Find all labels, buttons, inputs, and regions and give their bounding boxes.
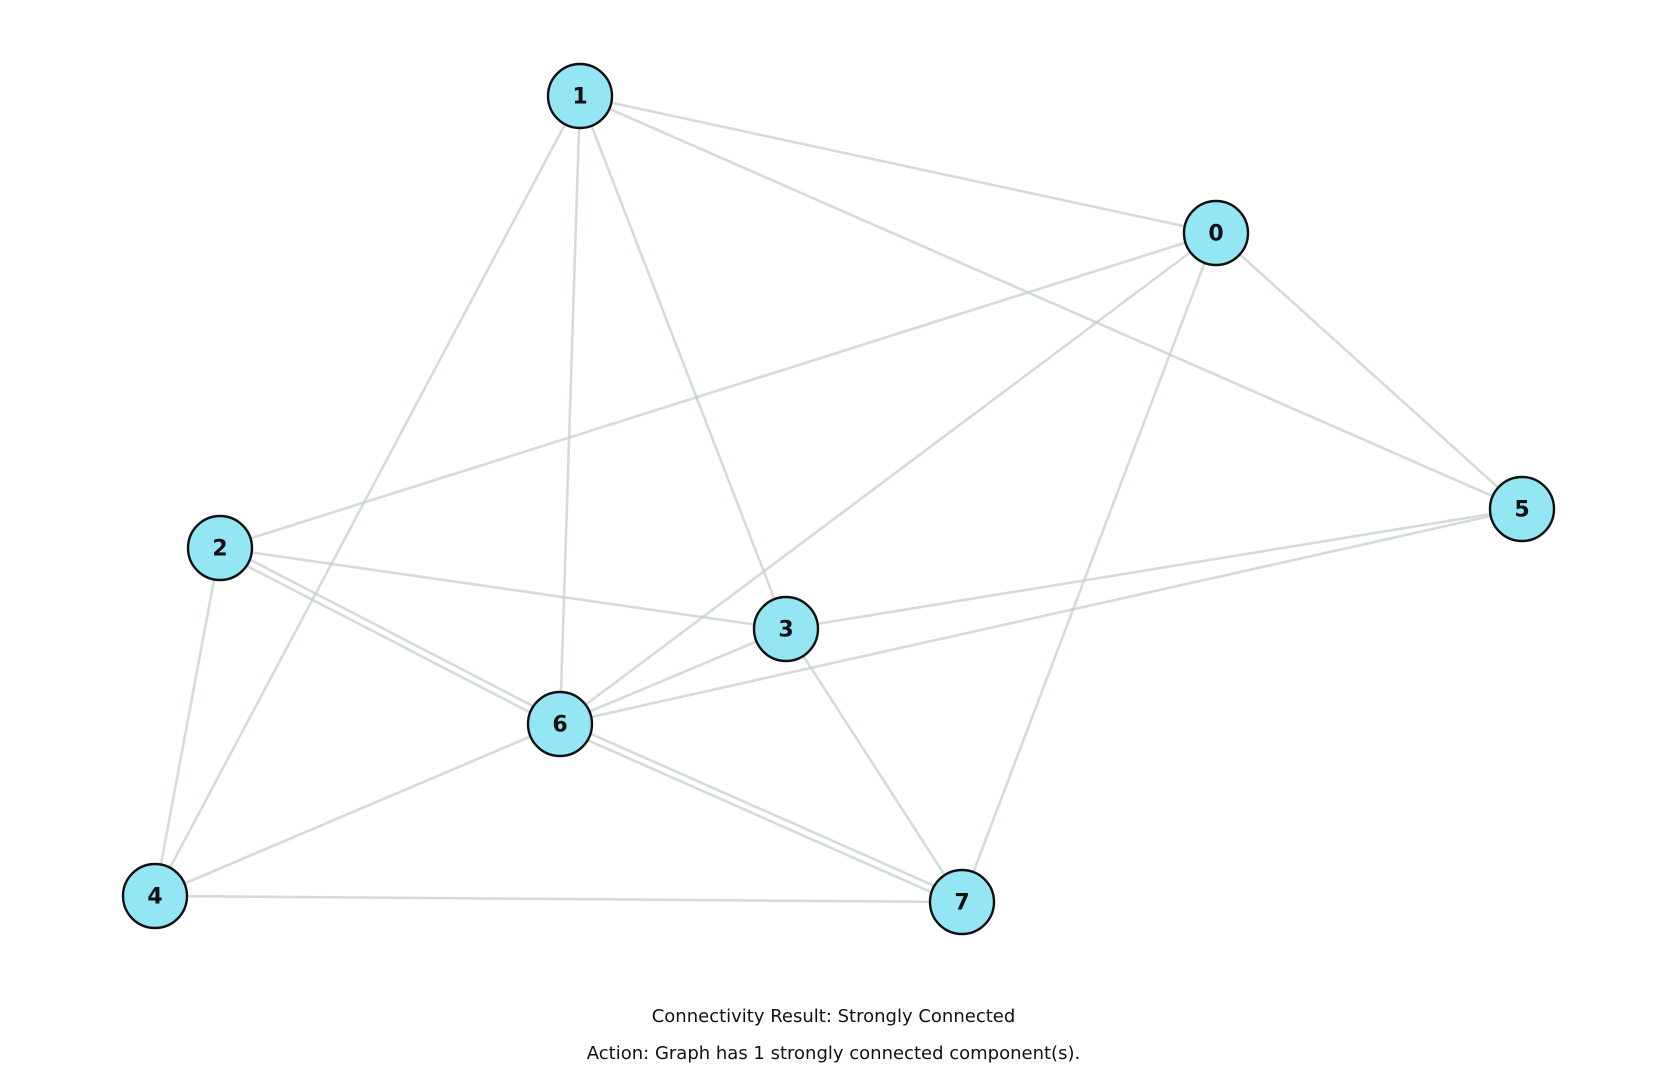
edges-layer bbox=[159, 101, 1500, 904]
node-4: 4 bbox=[121, 862, 189, 930]
edge-3-6 bbox=[588, 640, 758, 713]
edge-1-3 bbox=[590, 124, 776, 601]
edge-6-7 bbox=[586, 738, 933, 894]
node-label-5: 5 bbox=[1514, 498, 1529, 523]
connectivity-result-text: Connectivity Result: Strongly Connected bbox=[651, 1006, 1016, 1027]
node-7: 7 bbox=[928, 868, 996, 936]
node-label-1: 1 bbox=[572, 85, 587, 110]
edge-6-2 bbox=[248, 558, 535, 708]
node-label-3: 3 bbox=[778, 618, 793, 643]
node-2: 2 bbox=[186, 514, 254, 582]
node-circle-5 bbox=[1488, 475, 1556, 543]
node-label-4: 4 bbox=[147, 885, 162, 910]
edge-0-2 bbox=[249, 241, 1187, 540]
node-circle-2 bbox=[186, 514, 254, 582]
edge-2-6 bbox=[245, 564, 532, 714]
node-0: 0 bbox=[1182, 199, 1250, 267]
nodes-layer: 0 1 2 3 4 5 6 7 bbox=[121, 62, 1556, 936]
action-text: Action: Graph has 1 strongly connected c… bbox=[586, 1043, 1081, 1064]
node-label-6: 6 bbox=[552, 713, 567, 738]
node-circle-3 bbox=[752, 595, 820, 663]
node-circle-1 bbox=[546, 62, 614, 130]
node-circle-4 bbox=[121, 862, 189, 930]
edge-0-5 bbox=[1238, 253, 1500, 489]
edge-2-3 bbox=[250, 551, 756, 626]
node-label-0: 0 bbox=[1208, 222, 1223, 247]
edge-6-4 bbox=[183, 735, 532, 885]
edge-0-7 bbox=[972, 261, 1206, 874]
edge-4-7 bbox=[185, 894, 932, 904]
node-circle-0 bbox=[1182, 199, 1250, 267]
edge-0-6 bbox=[584, 250, 1192, 707]
edge-1-4 bbox=[168, 123, 567, 870]
node-label-2: 2 bbox=[212, 537, 227, 562]
edge-1-5 bbox=[607, 107, 1494, 498]
edge-3-7 bbox=[801, 654, 947, 877]
edge-1-0 bbox=[609, 101, 1186, 228]
edge-1-6 bbox=[559, 126, 581, 694]
edge-5-3 bbox=[816, 512, 1492, 626]
node-circle-7 bbox=[928, 868, 996, 936]
node-3: 3 bbox=[752, 595, 820, 663]
node-6: 6 bbox=[526, 690, 594, 758]
node-5: 5 bbox=[1488, 475, 1556, 543]
node-label-7: 7 bbox=[954, 891, 969, 916]
node-1: 1 bbox=[546, 62, 614, 130]
node-circle-6 bbox=[526, 690, 594, 758]
edge-7-6 bbox=[589, 732, 936, 888]
edge-2-4 bbox=[159, 578, 216, 866]
edge-5-6 bbox=[589, 514, 1493, 719]
